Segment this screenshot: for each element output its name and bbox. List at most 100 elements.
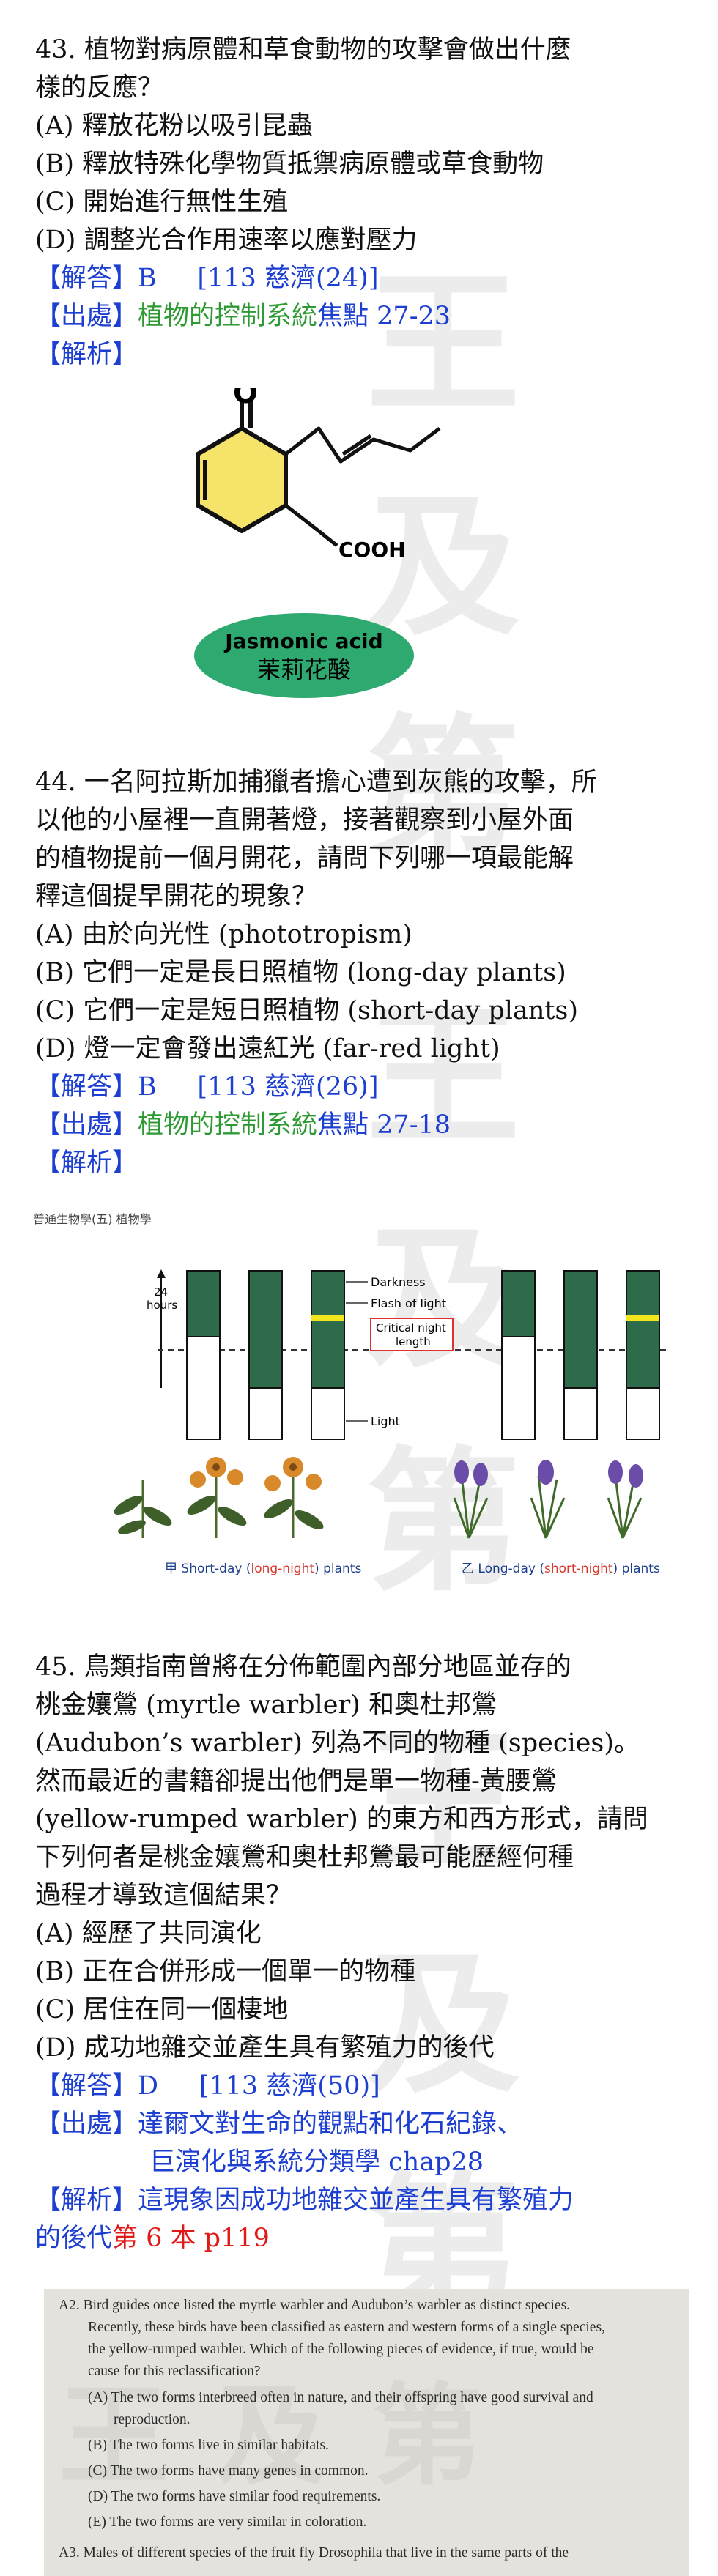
caption-short-day: 甲 Short-day (long-night) plants (165, 1562, 361, 1576)
acid-chain (284, 504, 338, 547)
question-stem: 下列何者是桃金孃鶯和奧杜邦鶯最可能歷經何種 (35, 1843, 574, 1872)
source-chapter: 植物的控制系統 (138, 302, 318, 331)
source-tag: 【出處】 (35, 1110, 138, 1140)
option-c: (C) 居住在同一個棲地 (35, 1995, 289, 2024)
photo-line: A2. Bird guides once listed the myrtle w… (59, 2298, 571, 2313)
legend-flash: Flash of light (371, 1296, 446, 1310)
question-stem: (Audubon’s warbler) 列為不同的物種 (species)。 (35, 1729, 640, 1758)
legend-darkness: Darkness (371, 1275, 426, 1289)
hours-number: 24 (154, 1285, 168, 1299)
explain-tag: 【解析】 (35, 2186, 138, 2215)
compound-name-zh: 茉莉花酸 (257, 656, 351, 683)
cooh-label: COOH (338, 538, 406, 562)
source-line: 【出處】達爾文對生命的觀點和化石紀錄、 (35, 2105, 691, 2143)
ring-structure (196, 399, 288, 533)
source-tag: 【出處】 (35, 2109, 138, 2139)
answer-line: 【解答】B [113 慈濟(24)] (35, 259, 691, 297)
question-43: 43. 植物對病原體和草食動物的攻擊會做出什麼 樣的反應？ (A) 釋放花粉以吸… (35, 31, 691, 374)
long-day-bars (501, 1270, 660, 1440)
question-stem: 然而最近的書籍卻提出他們是單一物種-黃腰鶯 (35, 1767, 557, 1796)
source-focus: 焦點 27-18 (317, 1110, 451, 1140)
photo-line: Recently, these birds have been classifi… (88, 2320, 605, 2335)
side-chain (284, 426, 441, 464)
option-d: (D) 成功地雜交並產生具有繁殖力的後代 (35, 2033, 495, 2063)
question-stem: 45. 鳥類指南曾將在分佈範圍內部分地區並存的 (35, 1652, 571, 1682)
source-tag: 【出處】 (35, 302, 138, 331)
question-45: 45. 鳥類指南曾將在分佈範圍內部分地區並存的 桃金孃鶯 (myrtle war… (35, 1648, 691, 2257)
option-b: (B) 它們一定是長日照植物 (long-day plants) (35, 958, 566, 987)
option-d: (D) 燈一定會發出遠紅光 (far-red light) (35, 1034, 500, 1064)
question-stem: (yellow-rumped warbler) 的東方和西方形式，請問 (35, 1805, 648, 1834)
explain-line-2: 的後代第 6 本 p119 (35, 2219, 691, 2257)
question-stem: 過程才導致這個結果？ (35, 1881, 292, 1910)
question-stem: 桃金孃鶯 (myrtle warbler) 和奧杜邦鶯 (35, 1690, 497, 1720)
question-stem: 的植物提前一個月開花，請問下列哪一項最能解 (35, 844, 574, 873)
photo-line: the yellow-rumped warbler. Which of the … (88, 2342, 594, 2357)
explain-tag: 【解析】 (35, 1148, 138, 1178)
answer-tag: 【解答】 (35, 2071, 138, 2101)
source-chapter: 植物的控制系統 (138, 1110, 318, 1140)
option-d: (D) 調整光合作用速率以應對壓力 (35, 226, 418, 255)
question-stem: 以他的小屋裡一直開著燈，接著觀察到小屋外面 (35, 806, 574, 835)
answer-line: 【解答】D [113 慈濟(50)] (35, 2067, 691, 2105)
hours-label: hours (147, 1299, 177, 1312)
watermark: 王 及 第 (366, 1712, 527, 2337)
jasmonic-acid-figure: O COOH Jasmonic acid 茉莉花酸 (194, 388, 441, 698)
question-stem: 44. 一名阿拉斯加捕獵者擔心遭到灰熊的攻擊，所 (35, 768, 597, 797)
caption-long-day: 乙 Long-day (short-night) plants (462, 1562, 660, 1576)
answer-value: D (138, 2071, 159, 2101)
answer-value: B (138, 1072, 157, 1102)
photo-line: A3. Males of different species of the fr… (59, 2545, 569, 2561)
answer-value: B (138, 264, 157, 293)
photo-line: (D) The two forms have similar food requ… (88, 2489, 381, 2504)
explain-text-2: 的後代 (35, 2224, 113, 2253)
source-line-2: 巨演化與系統分類學 chap28 (149, 2148, 484, 2177)
source-line: 【出處】植物的控制系統焦點 27-23 (35, 297, 691, 335)
photo-line: cause for this reclassification? (88, 2364, 261, 2379)
option-a: (A) 由於向光性 (phototropism) (35, 920, 412, 949)
legend-critical-2: length (396, 1335, 431, 1348)
question-stem: 43. 植物對病原體和草食動物的攻擊會做出什麼 (35, 35, 571, 64)
answer-source: [113 慈濟(24)] (197, 264, 379, 293)
explain-reference: 第 6 本 p119 (112, 2224, 270, 2253)
explain-tag: 【解析】 (35, 340, 138, 369)
answer-line: 【解答】B [113 慈濟(26)] (35, 1068, 691, 1106)
watermark: 王 及 第 (366, 255, 527, 880)
photo-line: reproduction. (114, 2412, 190, 2427)
question-44: 44. 一名阿拉斯加捕獵者擔心遭到灰熊的攻擊，所 以他的小屋裡一直開著燈，接著觀… (35, 763, 691, 1182)
explain-text: 這現象因成功地雜交並產生具有繁殖力 (138, 2186, 574, 2215)
short-day-plant-illustrations (114, 1457, 324, 1538)
oxygen-label: O (233, 388, 258, 410)
source-chapter: 達爾文對生命的觀點和化石紀錄、 (138, 2109, 523, 2139)
question-stem: 釋這個提早開花的現象？ (35, 882, 318, 911)
legend-critical-1: Critical night (376, 1321, 446, 1335)
option-c: (C) 開始進行無性生殖 (35, 188, 289, 217)
compound-name-en: Jasmonic acid (223, 629, 382, 653)
photoperiod-figure: 普通生物學(五) 植物學 24 hours Darkness Flash of … (33, 1212, 670, 1576)
legend-light: Light (371, 1414, 400, 1428)
watermark: 王 及 第 (366, 987, 527, 1612)
long-day-plant-illustrations (453, 1460, 643, 1539)
option-a: (A) 經歷了共同演化 (35, 1919, 262, 1948)
photo-line: (E) The two forms are very similar in co… (88, 2514, 367, 2530)
photo-line: (A) The two forms interbreed often in na… (88, 2390, 593, 2405)
figure-header: 普通生物學(五) 植物學 (33, 1212, 152, 1226)
explain-line: 【解析】這現象因成功地雜交並產生具有繁殖力 (35, 2181, 691, 2219)
answer-source: [113 慈濟(50)] (199, 2071, 380, 2101)
option-b: (B) 釋放特殊化學物質抵禦病原體或草食動物 (35, 149, 544, 179)
textbook-photo: 王 及 第 A2. Bird guides once listed the my… (44, 2289, 689, 2576)
name-badge (194, 613, 414, 698)
answer-tag: 【解答】 (35, 1072, 138, 1102)
answer-source: [113 慈濟(26)] (197, 1072, 379, 1102)
short-day-bars (186, 1270, 345, 1440)
answer-tag: 【解答】 (35, 264, 138, 293)
photo-line: (C) The two forms have many genes in com… (88, 2463, 369, 2479)
option-a: (A) 釋放花粉以吸引昆蟲 (35, 111, 313, 141)
photo-line: (B) The two forms live in similar habita… (88, 2438, 329, 2453)
source-line: 【出處】植物的控制系統焦點 27-18 (35, 1106, 691, 1144)
photo-watermark: 王 及 第 (59, 2373, 487, 2501)
question-stem: 樣的反應？ (35, 73, 164, 103)
option-c: (C) 它們一定是短日照植物 (short-day plants) (35, 996, 579, 1025)
option-b: (B) 正在合併形成一個單一的物種 (35, 1957, 416, 1986)
source-focus: 焦點 27-23 (317, 302, 451, 331)
